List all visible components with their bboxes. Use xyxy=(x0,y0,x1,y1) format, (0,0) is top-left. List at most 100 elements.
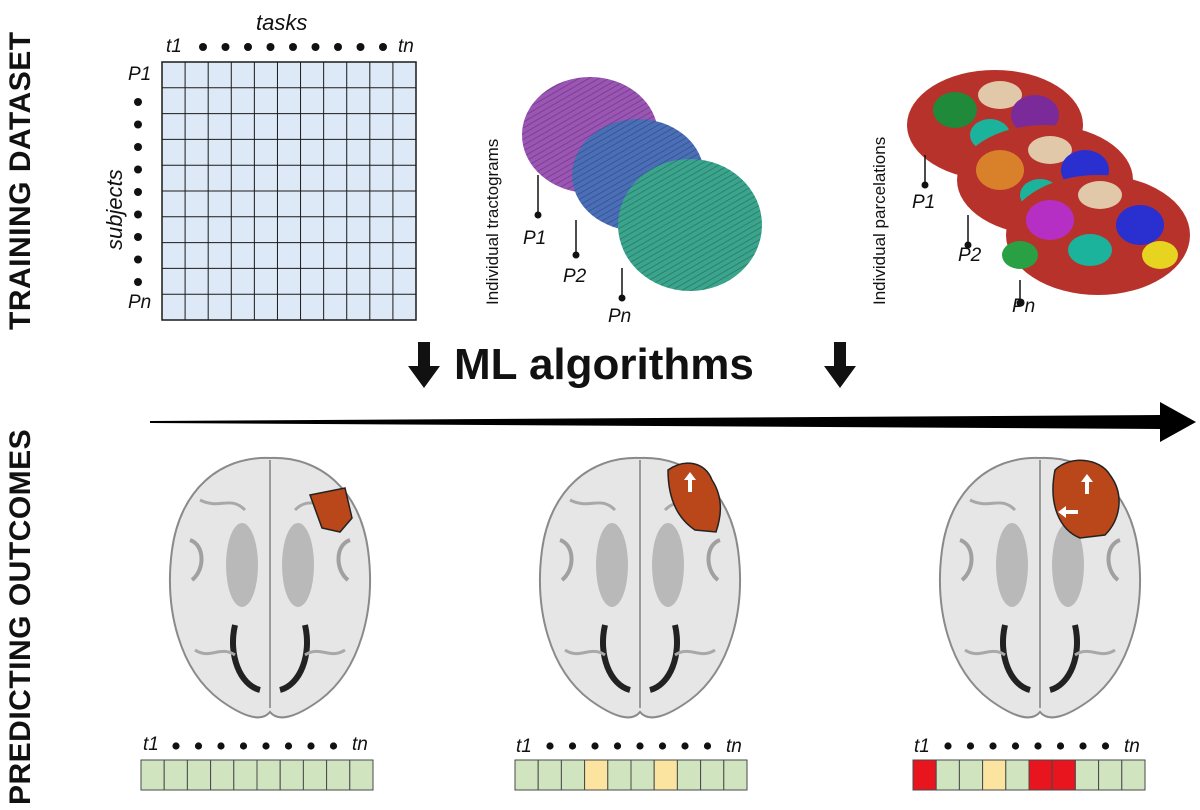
strip-dot xyxy=(989,742,997,750)
subject-dot xyxy=(134,255,142,264)
outcome-cell-green xyxy=(723,759,748,791)
task-dot xyxy=(199,43,207,51)
tractogram-p1-label: P1 xyxy=(523,228,547,249)
strip-dot xyxy=(944,742,952,750)
outcome-cell-green xyxy=(256,759,281,791)
strip-dot xyxy=(307,742,315,750)
subject-dot xyxy=(134,165,142,174)
matrix-pn-label: Pn xyxy=(128,292,152,313)
brain-outcome-1 xyxy=(170,458,370,717)
lesion-small xyxy=(308,487,353,533)
strip1-t1-label: t1 xyxy=(143,734,159,755)
matrix-grid xyxy=(161,61,417,321)
task-dots xyxy=(199,43,387,51)
up-arrow-icon xyxy=(1081,474,1093,494)
outcome-cell-yellow xyxy=(982,759,1007,791)
subject-dot xyxy=(134,210,142,219)
matrix-p1-label: P1 xyxy=(128,64,152,85)
outcome-cell-green xyxy=(630,759,655,791)
outcome-cell-green xyxy=(935,759,960,791)
outcome-cell-green xyxy=(676,759,702,791)
matrix-t1-label: t1 xyxy=(166,36,182,57)
task-dot xyxy=(244,43,252,51)
task-dot xyxy=(221,43,230,51)
strip-dot xyxy=(681,742,689,750)
strip-dot xyxy=(1101,742,1110,750)
matrix-tn-label: tn xyxy=(398,36,414,57)
strip2-tn-label: tn xyxy=(726,736,742,757)
left-arrow-icon xyxy=(1058,506,1078,518)
strip-dot xyxy=(613,742,622,750)
strip3-t1-label: t1 xyxy=(914,736,930,757)
up-arrow-icon xyxy=(684,472,696,492)
subject-dot xyxy=(134,98,142,106)
outcome-cell-green xyxy=(279,759,304,791)
task-dot xyxy=(379,43,387,51)
parcellations-label: Individual parcelations xyxy=(870,136,889,305)
subject-dot xyxy=(134,143,142,151)
subject-dot xyxy=(134,278,142,286)
strip-dot xyxy=(194,742,203,750)
outcome-cell-green xyxy=(186,759,212,791)
strip-dot xyxy=(966,742,975,750)
strip-dot xyxy=(239,742,248,750)
down-arrow-icon xyxy=(408,342,440,388)
strip-dot xyxy=(1034,742,1042,750)
outcome-cell-green xyxy=(349,759,374,791)
strip-dot xyxy=(262,742,270,750)
strip-dot xyxy=(546,742,554,750)
outcome-cell-red xyxy=(1028,759,1053,791)
strip-dot xyxy=(1079,742,1087,750)
outcome-cell-yellow xyxy=(584,759,609,791)
task-dot xyxy=(311,43,320,51)
outcome-cell-red xyxy=(912,759,937,791)
strip-dot xyxy=(329,742,338,750)
tractogram-p2-label: P2 xyxy=(563,266,587,287)
subject-dots xyxy=(134,98,142,286)
outcome-cell-yellow xyxy=(653,759,678,791)
subject-dot xyxy=(134,233,142,241)
outcome-cell-green xyxy=(537,759,562,791)
lesion-medium xyxy=(667,462,722,533)
brain-outcome-3 xyxy=(940,458,1140,717)
outcome-cell-green xyxy=(1098,759,1123,791)
outcome-cell-green xyxy=(1121,759,1146,791)
task-dot xyxy=(356,43,365,51)
outcome-cell-green xyxy=(233,759,258,791)
parcellation-pn-label: Pn xyxy=(1012,296,1036,317)
outcome-cell-green xyxy=(1074,759,1100,791)
strip-dot xyxy=(591,742,599,750)
outcome-cell-green xyxy=(1005,759,1030,791)
brain-outcome-2 xyxy=(540,458,740,717)
outcome-cell-green xyxy=(958,759,984,791)
outcome-cell-green xyxy=(607,759,632,791)
outcome-cell-red xyxy=(1051,759,1076,791)
brain-slices xyxy=(140,440,1200,725)
strip-dot xyxy=(636,742,644,750)
ml-algorithms-label: ML algorithms xyxy=(454,340,754,389)
strip-dot xyxy=(172,742,180,750)
strip-dot xyxy=(284,742,293,750)
tractogram-pn-label: Pn xyxy=(608,306,632,327)
strip-dot xyxy=(1011,742,1020,750)
strip-dot xyxy=(568,742,577,750)
task-dot xyxy=(334,43,342,51)
strip2-t1-label: t1 xyxy=(516,736,532,757)
outcome-cell-green xyxy=(700,759,725,791)
outcome-cell-green xyxy=(326,759,351,791)
parcellation-pn xyxy=(1002,175,1190,307)
outcome-cell-green xyxy=(560,759,586,791)
task-dot xyxy=(266,43,275,51)
tasks-label: tasks xyxy=(256,10,308,35)
tractograms-label: Individual tractograms xyxy=(483,138,502,305)
strip-dot xyxy=(658,742,667,750)
parcellations-illustration xyxy=(907,70,1190,307)
outcome-cell-green xyxy=(140,759,165,791)
strip-dot xyxy=(1056,742,1065,750)
down-arrow-icon xyxy=(824,342,856,388)
outcome-cell-green xyxy=(210,759,235,791)
task-dot xyxy=(289,43,297,51)
subject-dot xyxy=(134,188,142,196)
tractogram-pn xyxy=(618,159,762,302)
outcome-cell-green xyxy=(163,759,188,791)
